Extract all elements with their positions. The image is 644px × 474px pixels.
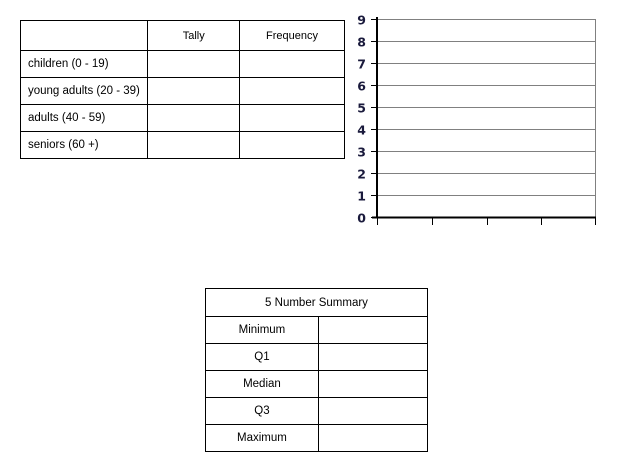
y-axis-tick-labels: 9 8 7 6 5 4 3 2 1 0 [357, 13, 366, 226]
y-tick-label-3: 3 [357, 145, 366, 160]
y-tick-label-9: 9 [357, 13, 366, 28]
summary-value-median[interactable] [317, 370, 429, 398]
summary-label-q3: Q3 [205, 397, 319, 425]
summary-title: 5 Number Summary [205, 288, 428, 317]
cell-category-adults: adults (40 - 59) [19, 104, 149, 132]
table-row: Median [205, 370, 429, 398]
cell-tally-adults[interactable] [147, 104, 241, 132]
table-row: Q3 [205, 397, 429, 425]
summary-label-maximum: Maximum [205, 424, 319, 452]
cell-tally-seniors[interactable] [147, 131, 241, 159]
tally-and-frequency-table: Tally Frequency children (0 - 19) young … [19, 20, 345, 159]
y-tick-label-7: 7 [357, 57, 366, 72]
summary-value-minimum[interactable] [317, 316, 429, 344]
table-row: seniors (60 +) [19, 131, 345, 159]
chart-gridlines [377, 19, 596, 196]
five-number-summary-table: 5 Number Summary Minimum Q1 Median Q3 Ma… [205, 288, 429, 452]
table-row: adults (40 - 59) [19, 104, 345, 132]
summary-title-row: 5 Number Summary [205, 288, 428, 317]
summary-label-q1: Q1 [205, 343, 319, 371]
cell-tally-young-adults[interactable] [147, 77, 241, 105]
blank-bar-chart: 9 8 7 6 5 4 3 2 1 0 [352, 8, 602, 234]
summary-value-q3[interactable] [317, 397, 429, 425]
cell-frequency-young-adults[interactable] [239, 77, 345, 105]
cell-frequency-children[interactable] [239, 50, 345, 78]
chart-svg: 9 8 7 6 5 4 3 2 1 0 [357, 13, 597, 226]
y-tick-label-0: 0 [357, 211, 366, 226]
table-row: Maximum [205, 424, 429, 452]
header-cell-frequency: Frequency [239, 20, 345, 51]
summary-label-minimum: Minimum [205, 316, 319, 344]
tally-table-body: Tally Frequency children (0 - 19) young … [19, 20, 345, 159]
cell-category-seniors: seniors (60 +) [19, 131, 149, 159]
y-tick-label-1: 1 [357, 189, 366, 204]
cell-category-children: children (0 - 19) [19, 50, 149, 78]
summary-label-median: Median [205, 370, 319, 398]
table-row: Minimum [205, 316, 429, 344]
y-axis-ticks [371, 18, 377, 219]
y-tick-label-8: 8 [357, 35, 366, 50]
header-cell-category [19, 20, 149, 51]
table-header-row: Tally Frequency [19, 20, 345, 51]
y-tick-label-5: 5 [357, 101, 366, 116]
table-row: Q1 [205, 343, 429, 371]
cell-tally-children[interactable] [147, 50, 241, 78]
summary-value-maximum[interactable] [317, 424, 429, 452]
y-tick-label-4: 4 [357, 123, 366, 138]
y-tick-label-2: 2 [357, 167, 366, 182]
table-row: young adults (20 - 39) [19, 77, 345, 105]
header-cell-tally: Tally [147, 20, 241, 51]
table-row: children (0 - 19) [19, 50, 345, 78]
summary-value-q1[interactable] [317, 343, 429, 371]
y-tick-label-6: 6 [357, 79, 366, 94]
x-axis-ticks [376, 217, 597, 225]
cell-frequency-adults[interactable] [239, 104, 345, 132]
summary-table-body: 5 Number Summary Minimum Q1 Median Q3 Ma… [205, 288, 429, 452]
cell-frequency-seniors[interactable] [239, 131, 345, 159]
cell-category-young-adults: young adults (20 - 39) [19, 77, 149, 105]
